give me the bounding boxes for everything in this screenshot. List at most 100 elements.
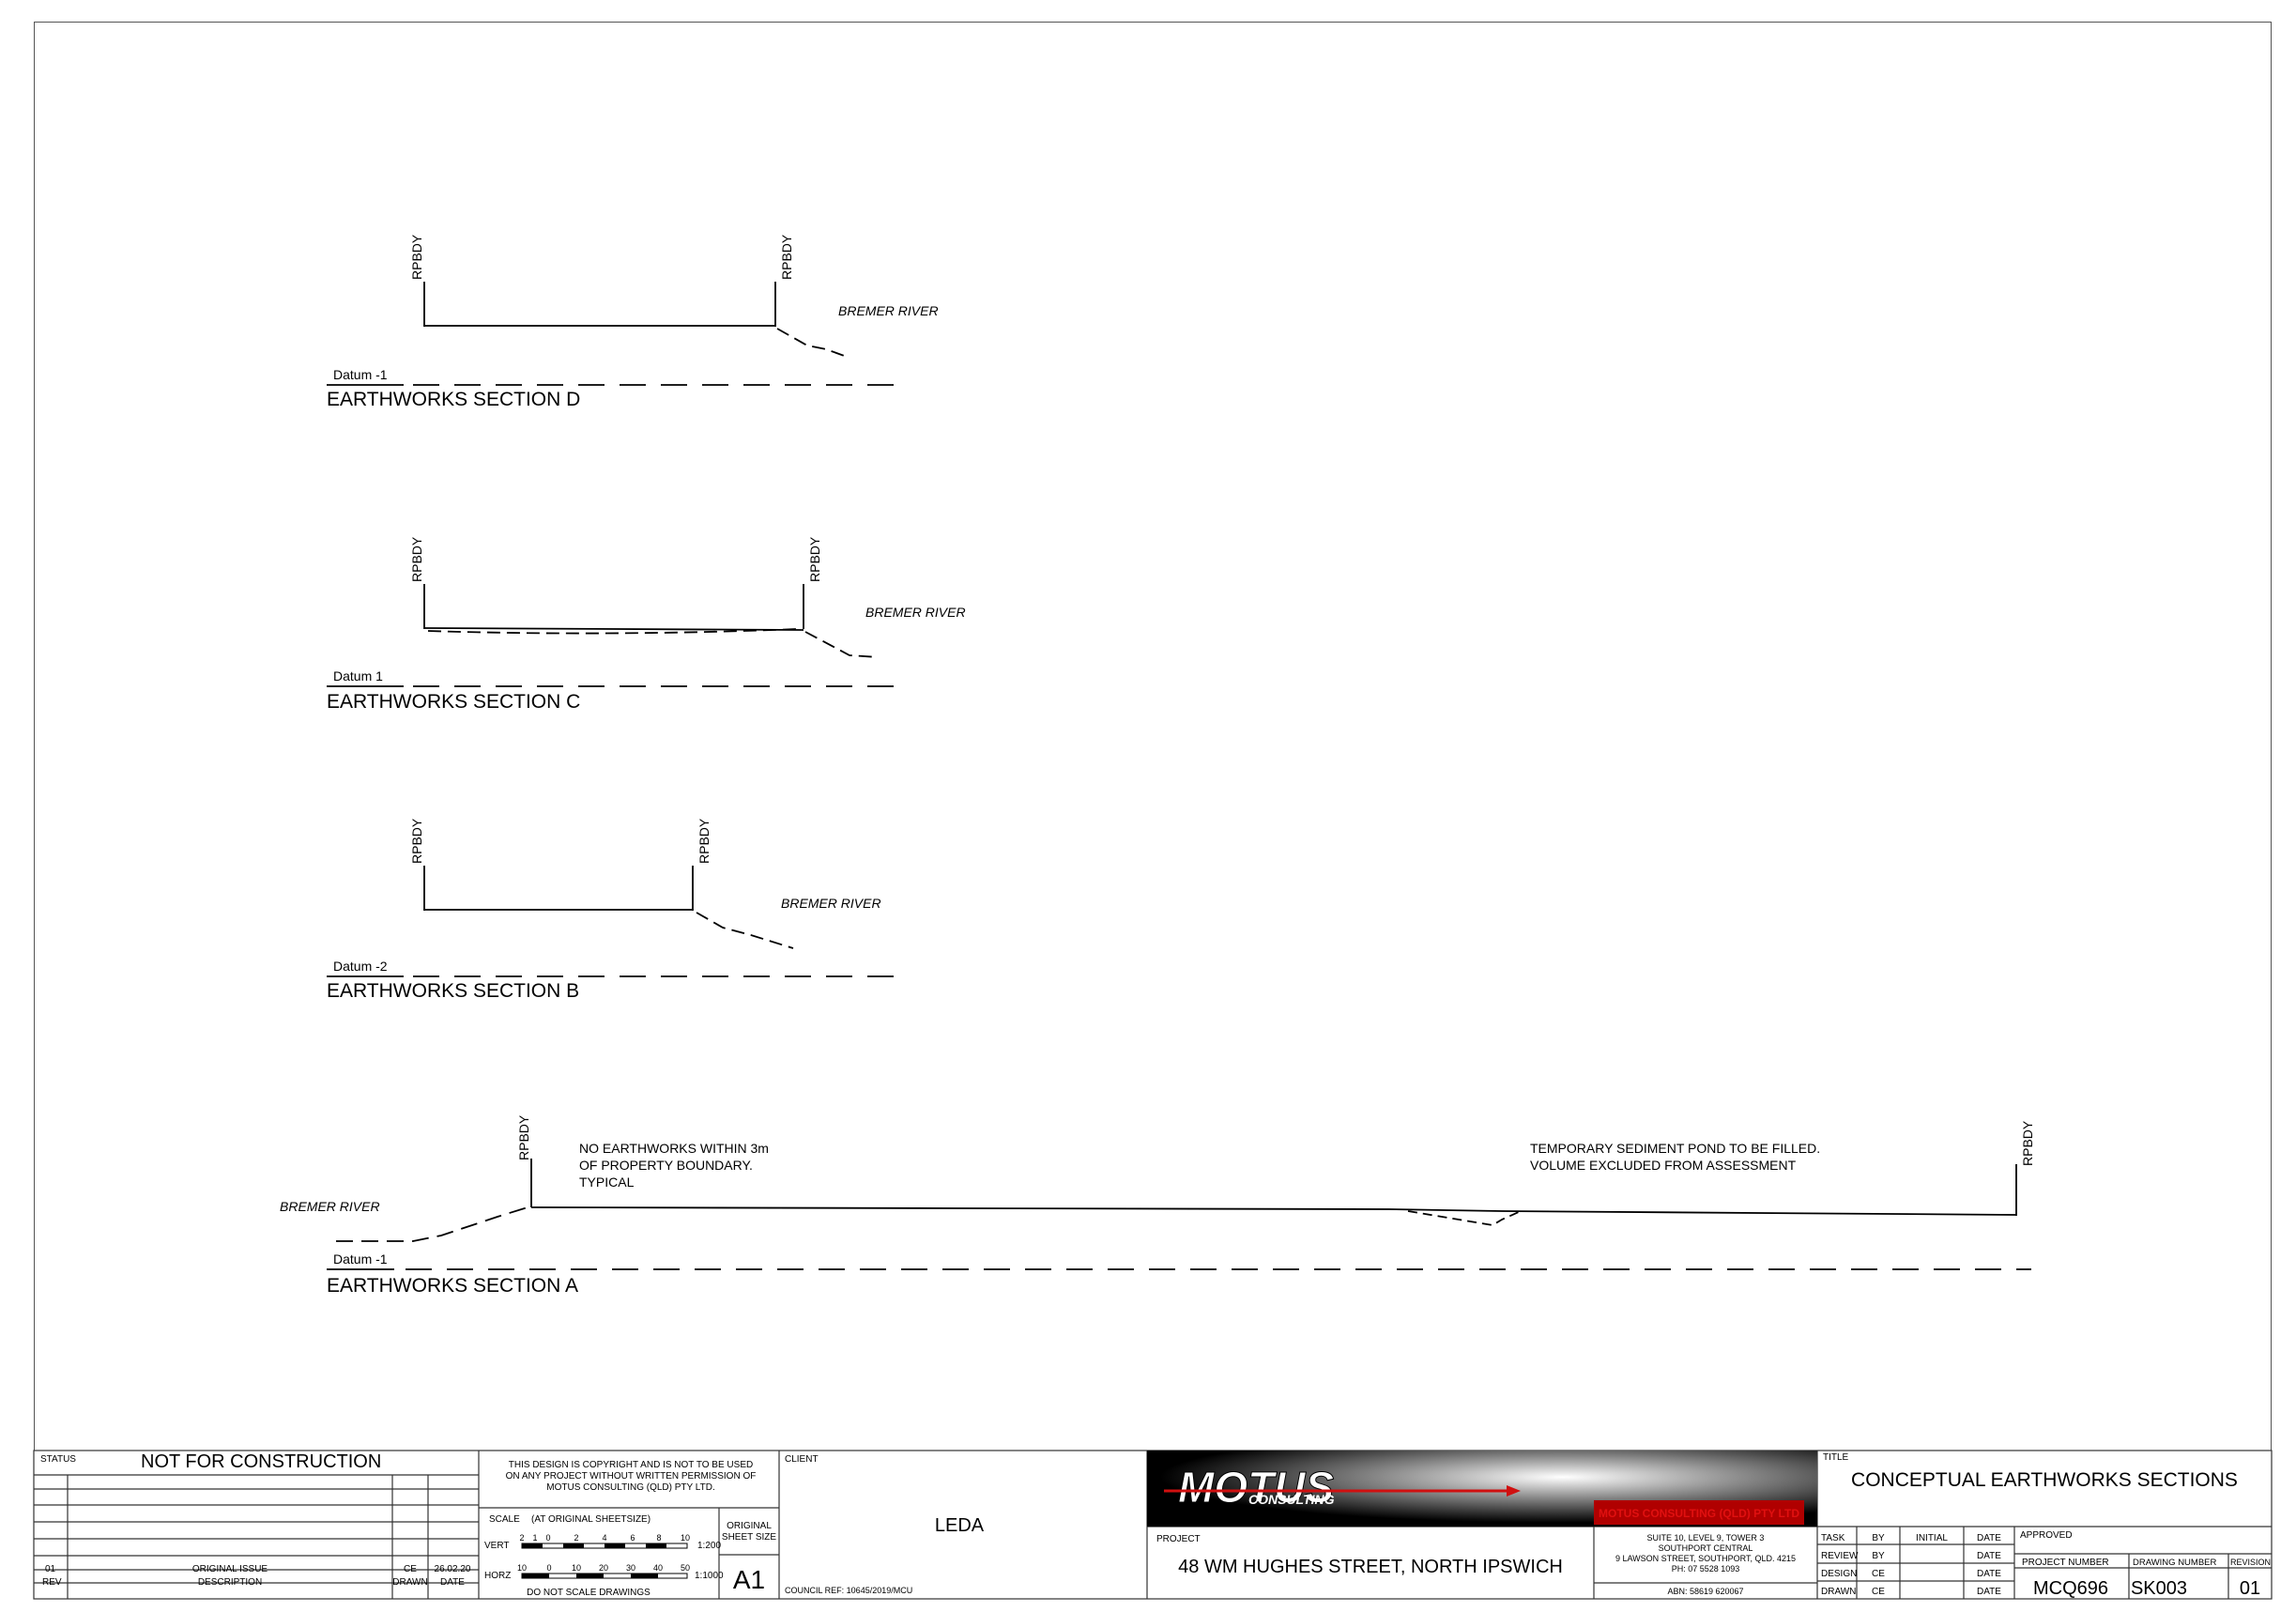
- vert-ratio: 1:200: [697, 1541, 721, 1551]
- section-title: EARTHWORKS SECTION B: [327, 980, 579, 1002]
- rpbdy-label: RPBDY: [696, 818, 712, 864]
- copyright-line: THIS DESIGN IS COPYRIGHT AND IS NOT TO B…: [509, 1460, 753, 1470]
- svg-text:1: 1: [532, 1533, 537, 1543]
- note-line: VOLUME EXCLUDED FROM ASSESSMENT: [1530, 1158, 1797, 1173]
- task-cell: CE: [1872, 1569, 1885, 1579]
- datum-label: Datum -1: [333, 1251, 388, 1267]
- vert-label: VERT: [484, 1541, 510, 1551]
- copyright-line: MOTUS CONSULTING (QLD) PTY LTD.: [546, 1482, 714, 1493]
- task-cell: INITIAL: [1916, 1533, 1948, 1543]
- rev-number: 01: [45, 1564, 56, 1574]
- task-cell: DATE: [1977, 1551, 2001, 1561]
- horz-label: HORZ: [484, 1571, 511, 1581]
- task-cell: BY: [1872, 1551, 1885, 1561]
- project-number-label: PROJECT NUMBER: [2022, 1558, 2109, 1568]
- rpbdy-label: RPBDY: [516, 1114, 531, 1160]
- rpbdy-label: RPBDY: [807, 536, 822, 582]
- task-cell: DATE: [1977, 1587, 2001, 1597]
- task-cell: DATE: [1977, 1569, 2001, 1579]
- task-cell: TASK: [1821, 1533, 1845, 1543]
- section-title: EARTHWORKS SECTION C: [327, 691, 580, 713]
- company-banner: [1594, 1500, 1804, 1525]
- rev-description: ORIGINAL ISSUE: [192, 1564, 268, 1574]
- drawing-number: SK003: [2131, 1578, 2187, 1599]
- status-value: NOT FOR CONSTRUCTION: [141, 1451, 381, 1472]
- section-d: [327, 282, 909, 386]
- abn: ABN: 58619 620067: [1667, 1587, 1743, 1596]
- svg-text:30: 30: [626, 1563, 635, 1573]
- task-cell: DATE: [1977, 1533, 2001, 1543]
- task-cell: BY: [1872, 1533, 1885, 1543]
- river-label: BREMER RIVER: [280, 1199, 380, 1214]
- address-line: SOUTHPORT CENTRAL: [1659, 1543, 1753, 1553]
- section-title: EARTHWORKS SECTION D: [327, 389, 580, 410]
- note-line: TYPICAL: [579, 1174, 635, 1190]
- rpbdy-label: RPBDY: [409, 818, 424, 864]
- rpbdy-label: RPBDY: [409, 536, 424, 582]
- svg-text:2: 2: [574, 1533, 578, 1543]
- river-label: BREMER RIVER: [781, 896, 881, 911]
- horz-scale-bar: [521, 1573, 688, 1579]
- date-header: DATE: [440, 1577, 465, 1588]
- svg-text:40: 40: [653, 1563, 663, 1573]
- svg-text:10: 10: [572, 1563, 581, 1573]
- svg-text:10: 10: [517, 1563, 527, 1573]
- section-a: [327, 1159, 2031, 1270]
- task-cell: CE: [1872, 1587, 1885, 1597]
- horz-scale-ticks: 10 0 10 20 30 40 50: [517, 1563, 690, 1573]
- svg-text:0: 0: [545, 1533, 550, 1543]
- note-line: TEMPORARY SEDIMENT POND TO BE FILLED.: [1530, 1141, 1820, 1156]
- rpbdy-label: RPBDY: [2020, 1120, 2035, 1166]
- drawing-number-label: DRAWING NUMBER: [2133, 1558, 2217, 1568]
- council-ref: COUNCIL REF: 10645/2019/MCU: [785, 1586, 912, 1595]
- approved-label: APPROVED: [2020, 1530, 2073, 1541]
- rpbdy-label: RPBDY: [409, 234, 424, 280]
- address-line: 9 LAWSON STREET, SOUTHPORT, QLD. 4215: [1615, 1554, 1796, 1563]
- rev-drawn: CE: [404, 1564, 417, 1574]
- svg-text:50: 50: [681, 1563, 690, 1573]
- svg-text:20: 20: [599, 1563, 608, 1573]
- svg-text:0: 0: [546, 1563, 551, 1573]
- datum-label: Datum 1: [333, 668, 383, 683]
- title-label: TITLE: [1823, 1452, 1849, 1463]
- svg-text:4: 4: [602, 1533, 606, 1543]
- status-label: STATUS: [40, 1454, 76, 1465]
- river-label: BREMER RIVER: [838, 303, 939, 318]
- address-line: SUITE 10, LEVEL 9, TOWER 3: [1647, 1533, 1765, 1543]
- svg-text:6: 6: [630, 1533, 635, 1543]
- river-label: BREMER RIVER: [865, 605, 966, 620]
- svg-text:MOTUS: MOTUS: [1178, 1463, 1334, 1512]
- section-b: [327, 866, 909, 977]
- svg-text:CONSULTING: CONSULTING: [1248, 1492, 1335, 1507]
- revision-label: REVISION: [2230, 1558, 2271, 1567]
- rev-date: 26.02.20: [435, 1564, 471, 1574]
- drawn-header: DRAWN: [392, 1577, 427, 1588]
- section-title: EARTHWORKS SECTION A: [327, 1275, 578, 1297]
- title-block: MOTUS CONSULTING STATUS NOT FOR CONSTRUC…: [33, 1450, 2273, 1600]
- project-label: PROJECT: [1156, 1534, 1201, 1544]
- section-c: [327, 584, 909, 687]
- rev-header: REV: [42, 1577, 62, 1588]
- client-label: CLIENT: [785, 1454, 819, 1465]
- scale-label: SCALE: [489, 1514, 520, 1525]
- copyright-line: ON ANY PROJECT WITHOUT WRITTEN PERMISSIO…: [506, 1471, 757, 1482]
- sheet-size: A1: [733, 1565, 765, 1594]
- vert-scale-ticks: 2 1 0 2 4 6 8 10: [519, 1533, 690, 1543]
- client-value: LEDA: [935, 1515, 985, 1536]
- revision-number: 01: [2240, 1578, 2260, 1599]
- task-cell: REVIEW: [1821, 1551, 1859, 1561]
- company-name: MOTUS CONSULTING (QLD) PTY LTD: [1599, 1507, 1799, 1520]
- do-not-scale: DO NOT SCALE DRAWINGS: [527, 1588, 651, 1598]
- orig-size-label: ORIGINAL: [727, 1521, 772, 1531]
- motus-logo: MOTUS CONSULTING: [1164, 1463, 1521, 1512]
- desc-header: DESCRIPTION: [198, 1577, 262, 1588]
- project-number: MCQ696: [2033, 1578, 2108, 1599]
- datum-label: Datum -2: [333, 959, 388, 974]
- svg-text:8: 8: [656, 1533, 661, 1543]
- note-line: NO EARTHWORKS WITHIN 3m: [579, 1141, 769, 1156]
- project-value: 48 WM HUGHES STREET, NORTH IPSWICH: [1178, 1557, 1563, 1577]
- vert-scale-bar: [521, 1543, 688, 1549]
- rpbdy-label: RPBDY: [779, 234, 794, 280]
- address-line: PH: 07 5528 1093: [1672, 1564, 1740, 1574]
